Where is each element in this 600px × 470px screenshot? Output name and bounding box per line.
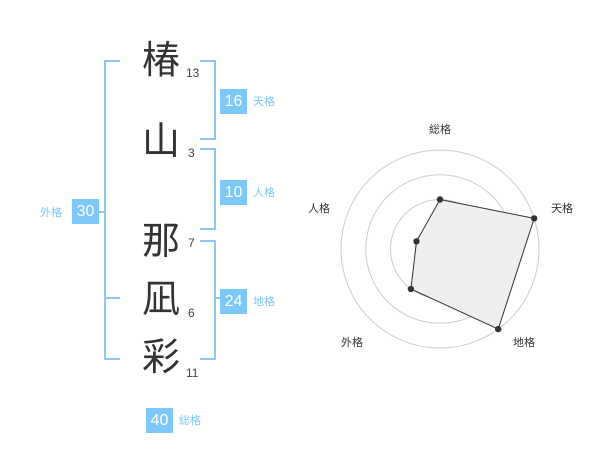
name-char-2: 山 (141, 119, 180, 163)
chikaku-value: 24 (220, 289, 247, 314)
stroke-count-5: 11 (186, 366, 199, 380)
chikaku-bracket-tick (214, 297, 222, 299)
radar-points (407, 196, 538, 333)
soukaku-label: 総格 (179, 414, 201, 427)
stroke-count-2: 3 (188, 146, 195, 160)
radar-label-soukaku: 総格 (429, 122, 451, 136)
gaikaku-inner-tick (104, 297, 120, 299)
radar-chart: 総格 天格 地格 外格 人格 (308, 122, 573, 349)
radar-point-1 (436, 196, 444, 203)
radar-ring-4 (340, 149, 540, 349)
stroke-count-1: 13 (186, 66, 200, 80)
chikaku-label: 地格 (253, 295, 275, 308)
jinkaku-value: 10 (220, 180, 247, 205)
stroke-count-3: 7 (188, 236, 195, 250)
radar-label-jinkaku: 人格 (308, 201, 330, 215)
radar-label-gaikaku: 外格 (341, 335, 363, 349)
soukaku-value: 40 (146, 408, 173, 433)
radar-score-polygon (410, 198, 535, 330)
radar-point-3 (494, 325, 502, 333)
jinkaku-bracket (200, 148, 216, 230)
tenkaku-bracket (200, 60, 216, 140)
radar-label-tenkaku: 天格 (551, 201, 573, 215)
name-char-1: 椿 (141, 38, 180, 82)
tenkaku-value: 16 (220, 89, 247, 114)
gaikaku-bracket (104, 60, 120, 360)
stroke-count-4: 6 (188, 306, 195, 320)
radar-point-2 (530, 215, 538, 222)
radar-point-5 (413, 238, 420, 245)
gaikaku-label: 外格 (40, 206, 62, 219)
name-char-5: 彩 (141, 335, 180, 379)
radar-label-chikaku: 地格 (513, 335, 535, 349)
gaikaku-bracket-tick (96, 211, 104, 213)
chikaku-bracket (200, 240, 216, 360)
radar-point-4 (407, 285, 415, 293)
name-char-4: 凪 (141, 277, 180, 321)
tenkaku-label: 天格 (253, 95, 275, 108)
jinkaku-label: 人格 (253, 186, 275, 199)
name-char-3: 那 (141, 219, 180, 263)
gaikaku-value: 30 (72, 199, 99, 224)
